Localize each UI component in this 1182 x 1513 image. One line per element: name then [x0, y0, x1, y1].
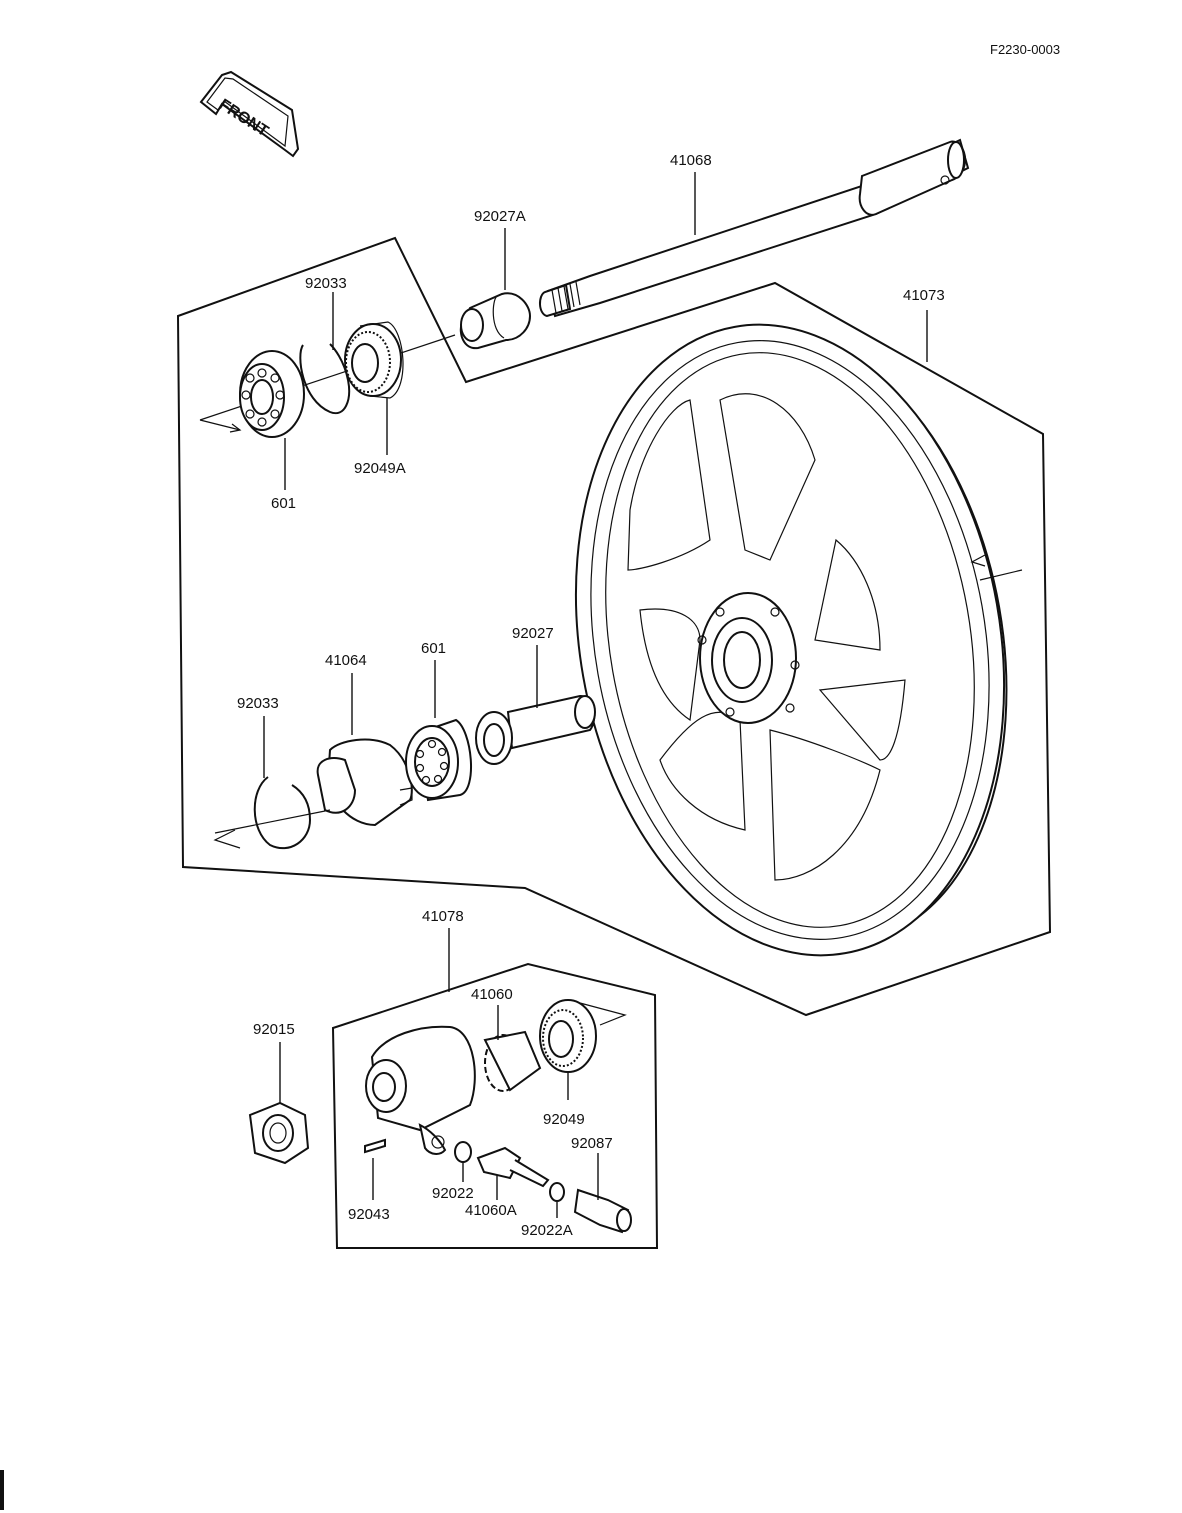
speedometer-group-outline	[331, 962, 659, 1249]
label-41073: 41073	[903, 287, 945, 304]
pinion	[476, 1146, 550, 1188]
label-92015: 92015	[253, 1021, 295, 1038]
bearing-mid	[405, 718, 472, 802]
label-92033-mid: 92033	[237, 695, 279, 712]
bearing-top	[239, 350, 305, 438]
pin	[364, 1138, 386, 1154]
front-arrow-icon: FRONT	[199, 70, 300, 158]
collar-a	[459, 292, 532, 350]
reference-code: F2230-0003	[990, 42, 1060, 57]
axis-arrow-top	[199, 419, 241, 431]
oil-seal-top	[344, 321, 404, 399]
speedometer-housing	[365, 1025, 476, 1155]
label-92087: 92087	[571, 1135, 613, 1152]
circlip-mid	[253, 776, 312, 850]
collar-mid	[475, 694, 596, 765]
label-41078: 41078	[422, 908, 464, 925]
label-601-top: 601	[271, 495, 296, 512]
label-92049a: 92049A	[354, 460, 406, 477]
bearing-group-outline	[176, 236, 1052, 1017]
washer-a	[549, 1182, 565, 1202]
washer	[454, 1141, 472, 1163]
label-92033-top: 92033	[305, 275, 347, 292]
label-41068: 41068	[670, 152, 712, 169]
label-41064: 41064	[325, 652, 367, 669]
label-41060: 41060	[471, 986, 513, 1003]
bushing	[573, 1188, 632, 1234]
axis-line-top	[199, 334, 456, 421]
label-92022a: 92022A	[521, 1222, 573, 1239]
label-92022: 92022	[432, 1185, 474, 1202]
drive-gear	[483, 1030, 542, 1092]
label-92049: 92049	[543, 1111, 585, 1128]
edge-mark	[0, 1470, 4, 1510]
cast-wheel	[574, 323, 1008, 957]
oil-seal-bottom	[539, 999, 597, 1073]
label-601-mid: 601	[421, 640, 446, 657]
circlip-top	[299, 343, 350, 415]
axle-shaft	[539, 138, 970, 318]
axle-nut	[248, 1101, 310, 1165]
label-92027a: 92027A	[474, 208, 526, 225]
label-41060a: 41060A	[465, 1202, 517, 1219]
hub-cover	[316, 738, 413, 827]
label-92027: 92027	[512, 625, 554, 642]
label-92043: 92043	[348, 1206, 390, 1223]
